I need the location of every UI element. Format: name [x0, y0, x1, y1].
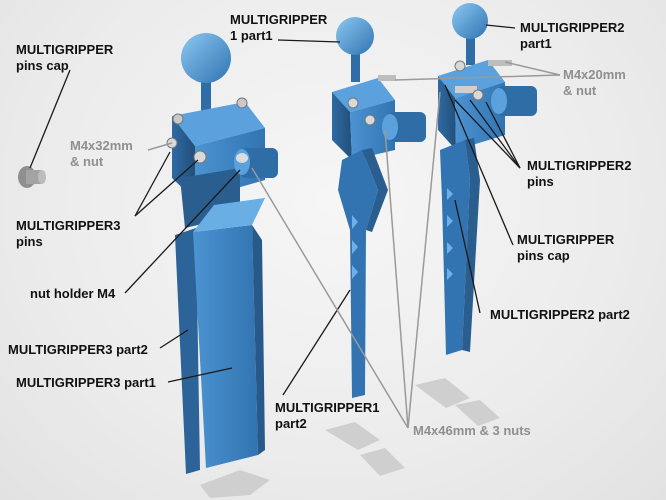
label-multigripper3-pins: MULTIGRIPPER3 pins [16, 218, 121, 250]
label-multigripper2-part2: MULTIGRIPPER2 part2 [490, 307, 630, 323]
label-line: nut holder M4 [30, 286, 116, 301]
label-line: & nut [563, 83, 597, 98]
label-line: MULTIGRIPPER3 part1 [16, 375, 156, 390]
label-multigripper1-part2: MULTIGRIPPER1 part2 [275, 400, 380, 432]
label-line: M4x20mm [563, 67, 626, 82]
label-line: MULTIGRIPPER [517, 232, 615, 247]
label-line: MULTIGRIPPER3 [16, 218, 121, 233]
label-m4x32-nut: M4x32mm & nut [70, 138, 133, 170]
leader-lines [29, 24, 521, 396]
pins-cap-part [18, 166, 46, 188]
label-line: M4x46mm & 3 nuts [413, 423, 531, 438]
label-line: MULTIGRIPPER3 part2 [8, 342, 148, 357]
label-line: & nut [70, 154, 104, 169]
label-multigripper3-part2: MULTIGRIPPER3 part2 [8, 342, 148, 358]
label-multigripper2-pins: MULTIGRIPPER2 pins [527, 158, 632, 190]
label-multigripper-pins-cap-2: MULTIGRIPPER pins cap [517, 232, 614, 264]
label-nut-holder-m4: nut holder M4 [30, 286, 115, 302]
multigripper1-assembly [332, 17, 426, 398]
label-line: MULTIGRIPPER2 part2 [490, 307, 630, 322]
leader-lines-grey [147, 61, 561, 429]
multigripper3-assembly [166, 33, 278, 474]
label-line: MULTIGRIPPER2 [527, 158, 632, 173]
label-line: MULTIGRIPPER2 [520, 20, 625, 35]
label-m4x46-nuts: M4x46mm & 3 nuts [413, 423, 531, 439]
label-line: pins cap [517, 248, 570, 263]
label-line: part2 [275, 416, 307, 431]
label-multigripper-pins-cap: MULTIGRIPPER pins cap [16, 42, 113, 74]
label-line: pins cap [16, 58, 69, 73]
multigripper2-assembly [438, 3, 537, 355]
label-multigripper2-part1: MULTIGRIPPER2 part1 [520, 20, 625, 52]
label-line: M4x32mm [70, 138, 133, 153]
label-line: MULTIGRIPPER1 [275, 400, 380, 415]
nut-holder-knob [234, 148, 278, 178]
label-line: MULTIGRIPPER [230, 12, 328, 27]
label-line: 1 part1 [230, 28, 273, 43]
floor-shadows [200, 378, 500, 498]
label-multigripper1-part1: MULTIGRIPPER 1 part1 [230, 12, 327, 44]
label-line: MULTIGRIPPER [16, 42, 114, 57]
label-m4x20-nut: M4x20mm & nut [563, 67, 626, 99]
label-multigripper3-part1: MULTIGRIPPER3 part1 [16, 375, 156, 391]
label-line: part1 [520, 36, 552, 51]
label-line: pins [527, 174, 554, 189]
label-line: pins [16, 234, 43, 249]
